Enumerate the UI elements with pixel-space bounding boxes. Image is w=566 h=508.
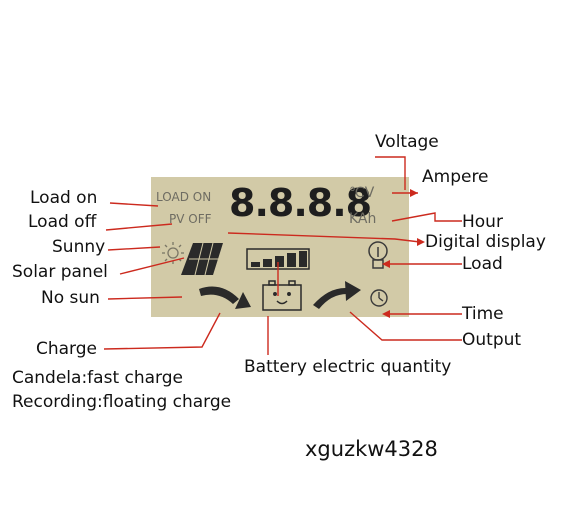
label-time: Time bbox=[462, 304, 504, 324]
watermark-text: xguzkw4328 bbox=[305, 437, 438, 461]
label-voltage: Voltage bbox=[375, 132, 439, 152]
label-hour: Hour bbox=[462, 212, 503, 232]
note-candela: Candela:fast charge bbox=[12, 368, 183, 388]
charge-arrow-icon bbox=[199, 286, 251, 309]
label-no-sun: No sun bbox=[41, 288, 100, 308]
lcd-digits: 8.8.8.8 bbox=[229, 181, 372, 225]
lcd-load-on-text: LOAD ON bbox=[156, 190, 212, 204]
lcd-icons bbox=[162, 241, 388, 311]
lcd-panel: LOAD ON PV OFF 8.8.8.8 ℃V KAh bbox=[151, 177, 409, 317]
label-load-off: Load off bbox=[28, 212, 97, 232]
output-arrow-icon bbox=[313, 281, 361, 309]
lcd-pv-off-text: PV OFF bbox=[169, 212, 212, 226]
label-ampere: Ampere bbox=[422, 167, 489, 187]
label-charge: Charge bbox=[36, 339, 98, 359]
label-load-on: Load on bbox=[30, 188, 98, 208]
label-load: Load bbox=[462, 254, 503, 274]
label-digital-display: Digital display bbox=[425, 232, 546, 252]
label-output: Output bbox=[462, 330, 522, 350]
lcd-unit-cv: ℃V bbox=[349, 185, 375, 201]
solar-panel-icon bbox=[181, 242, 223, 276]
lcd-unit-kah: KAh bbox=[349, 211, 377, 227]
battery-face-icon bbox=[262, 280, 302, 311]
label-solar-panel: Solar panel bbox=[12, 262, 108, 282]
label-sunny: Sunny bbox=[52, 237, 106, 257]
label-battery-quantity: Battery electric quantity bbox=[244, 357, 452, 377]
clock-icon bbox=[370, 289, 388, 307]
sun-icon bbox=[162, 242, 184, 264]
note-recording: Recording:floating charge bbox=[12, 392, 232, 412]
